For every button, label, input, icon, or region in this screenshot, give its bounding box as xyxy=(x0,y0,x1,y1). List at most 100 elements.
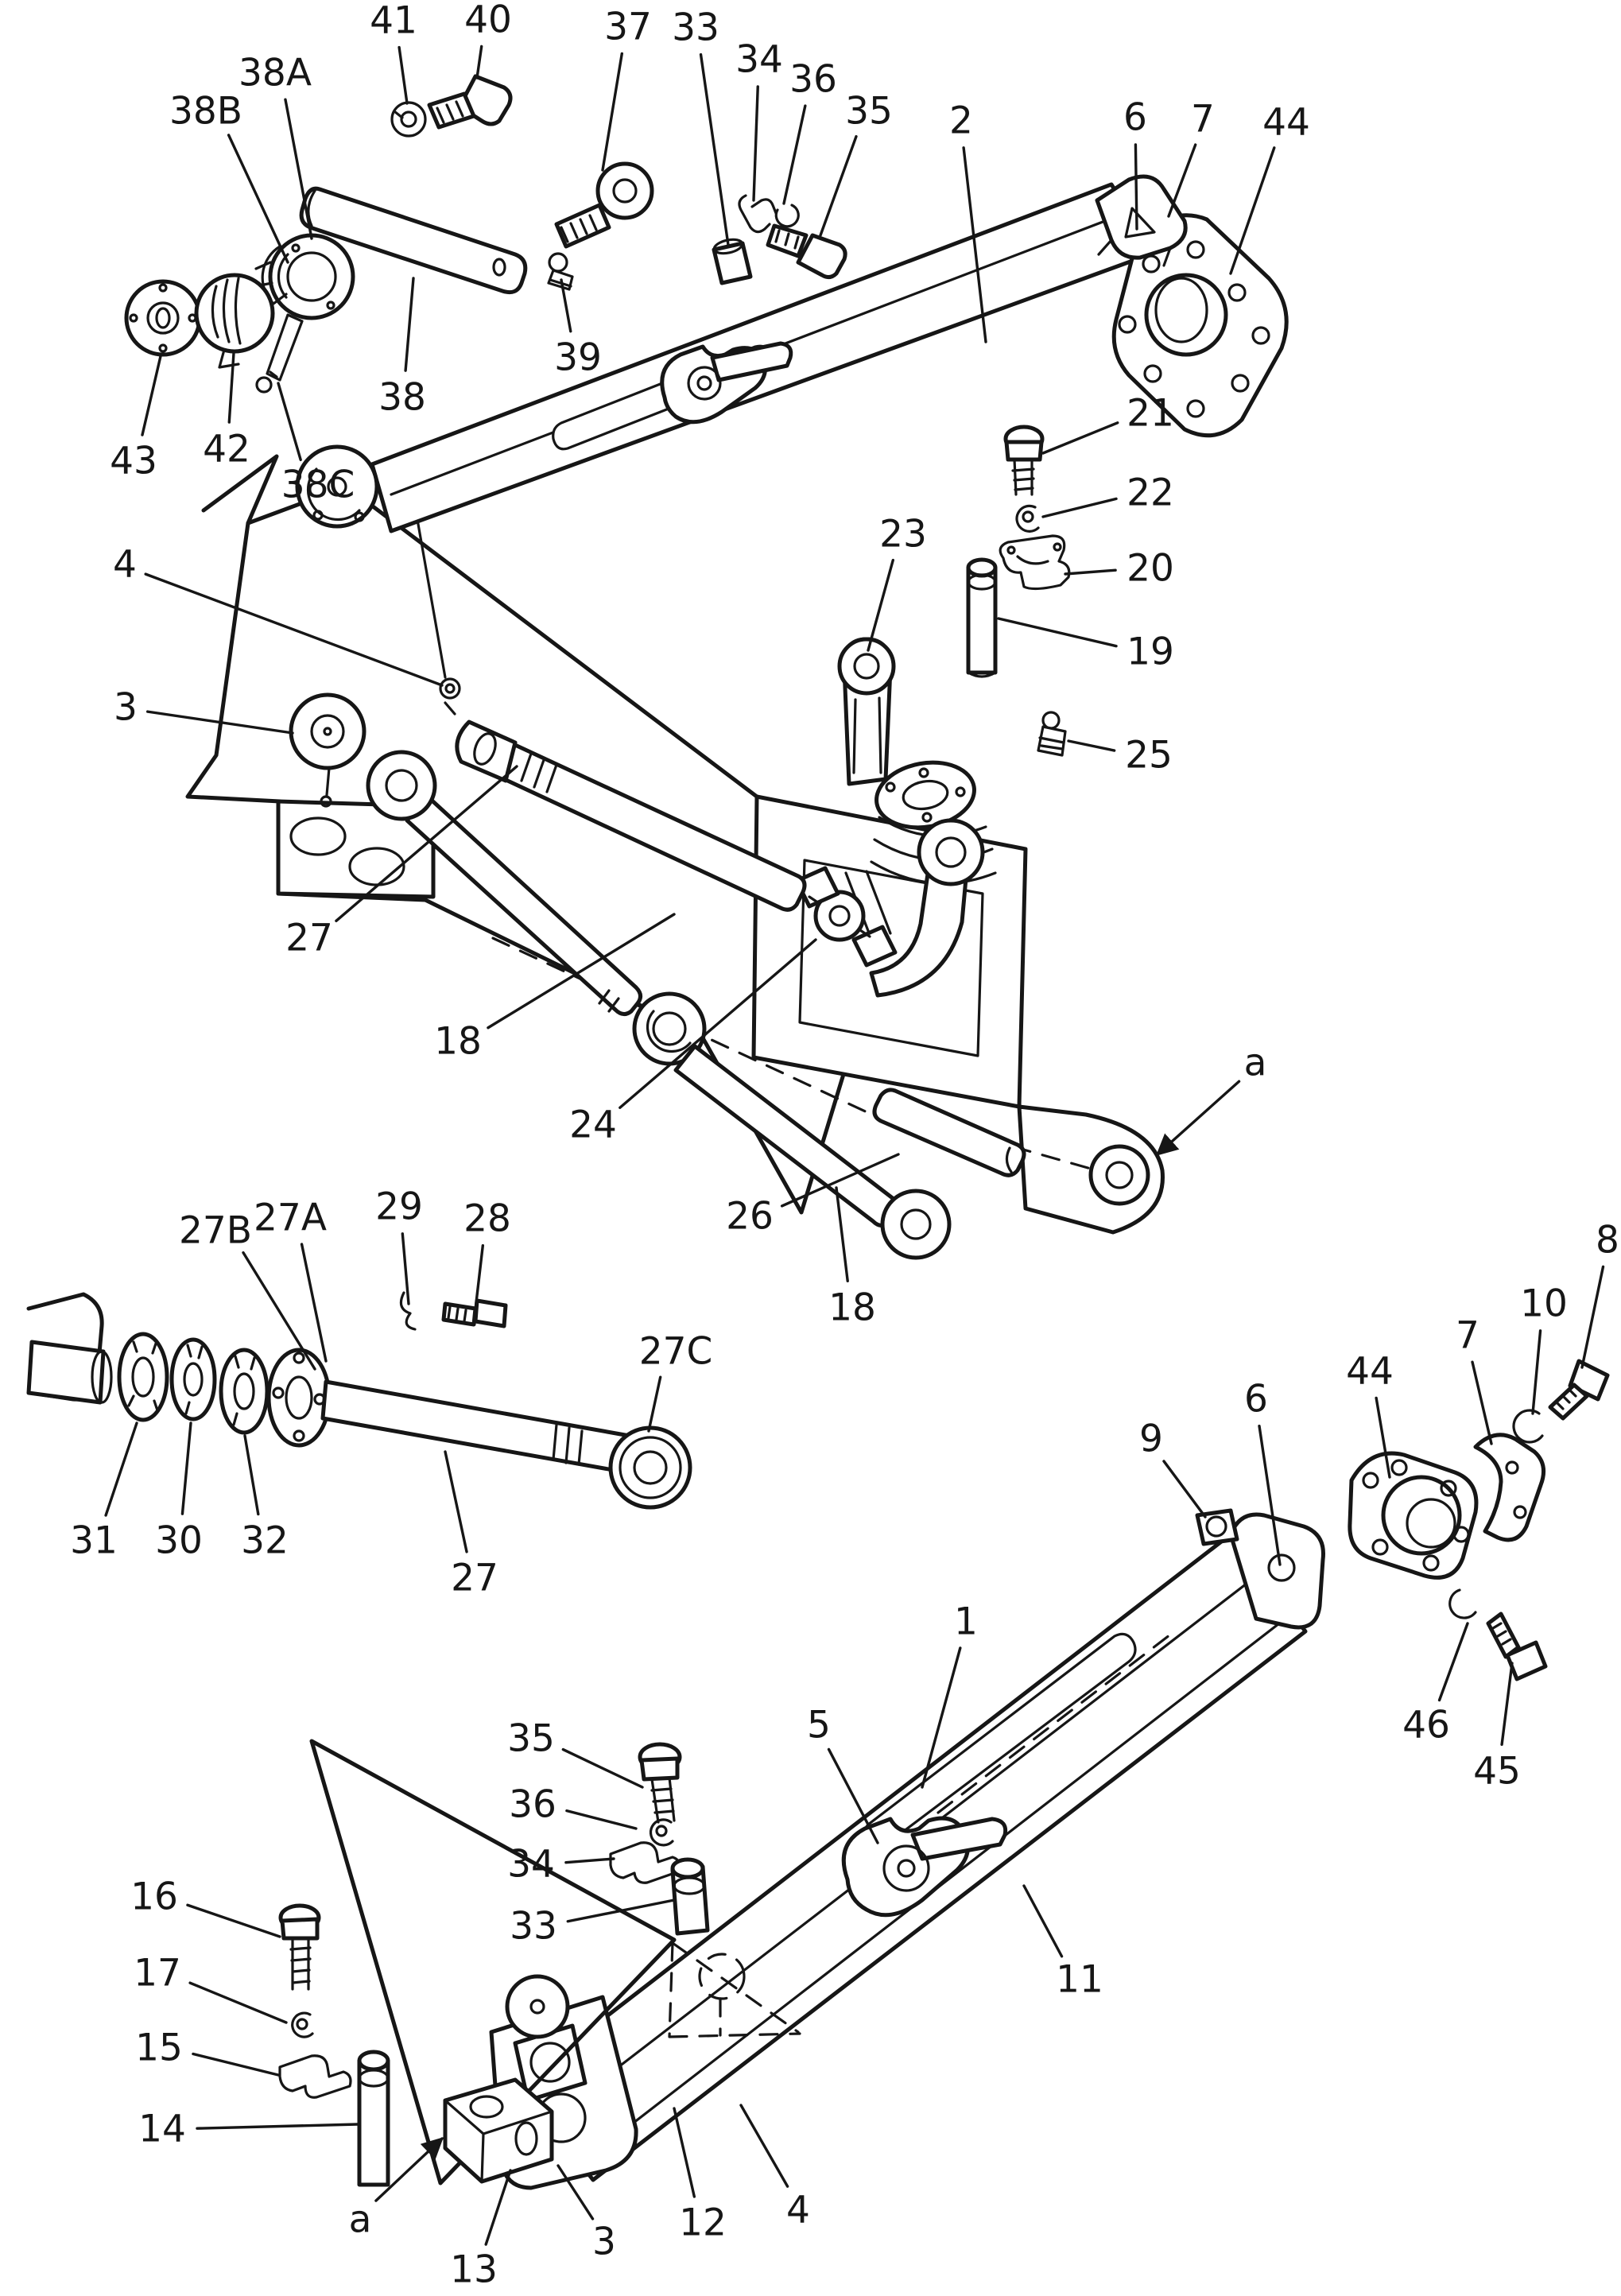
part-number-text: 15 xyxy=(135,2026,183,2070)
leader-line xyxy=(673,2107,696,2198)
leader-line xyxy=(1531,1329,1542,1415)
part-number-text: 3 xyxy=(592,2220,616,2264)
part-number-text: 19 xyxy=(1127,630,1174,674)
part-label-19: 19 xyxy=(997,617,1174,674)
center-link-group xyxy=(794,425,1071,998)
part-number-text: 12 xyxy=(679,2201,727,2245)
leader-line xyxy=(780,1153,900,1208)
part-label-46: 46 xyxy=(1402,1622,1469,1747)
leader-line xyxy=(1041,497,1118,518)
part-label-18: 18 xyxy=(828,1186,876,1330)
part-number-text: 44 xyxy=(1346,1350,1394,1394)
leader-line xyxy=(1162,1460,1207,1518)
part-number-text: 37 xyxy=(604,6,652,49)
part-number-text: 18 xyxy=(434,1020,482,1064)
part-number-text: 28 xyxy=(463,1197,511,1241)
part-label-20: 20 xyxy=(1064,547,1174,591)
part-number-text: 35 xyxy=(507,1717,555,1761)
part-number-text: 45 xyxy=(1473,1750,1521,1794)
part-label-14: 14 xyxy=(138,2108,359,2151)
leader-line xyxy=(1041,421,1119,455)
part-number-text: 46 xyxy=(1402,1704,1450,1747)
leader-line xyxy=(565,1809,638,1830)
part-label-24: 24 xyxy=(569,938,817,1147)
leader-line xyxy=(475,45,483,80)
part-number-text: 27B xyxy=(179,1209,252,1253)
part-number-text: 27A xyxy=(254,1196,327,1240)
part-label-6: 6 xyxy=(1244,1378,1282,1566)
part-number-text: 39 xyxy=(554,336,602,380)
part-number-text: 7 xyxy=(1191,98,1215,142)
part-number-text: 23 xyxy=(879,513,927,557)
leader-line xyxy=(752,85,759,202)
part-label-22: 22 xyxy=(1041,471,1174,518)
part-number-text: 34 xyxy=(735,38,783,82)
part-label-41: 41 xyxy=(370,0,417,105)
part-number-text: 29 xyxy=(375,1185,423,1229)
leader-line xyxy=(472,1244,485,1324)
part-label-43: 43 xyxy=(110,355,162,483)
leader-line xyxy=(300,1243,328,1363)
part-label-6: 6 xyxy=(1123,96,1147,231)
leader-line xyxy=(835,1186,849,1282)
leader-line xyxy=(1580,1265,1605,1369)
leader-line xyxy=(1064,568,1117,576)
part-number-text: 13 xyxy=(450,2248,498,2292)
leader-line xyxy=(104,1421,138,1517)
leader-line xyxy=(997,617,1118,648)
part-number-text: 42 xyxy=(203,428,250,471)
part-number-text: 3 xyxy=(114,686,138,730)
part-label-8: 8 xyxy=(1580,1219,1619,1369)
leader-line xyxy=(1155,1080,1241,1156)
part-number-text: 5 xyxy=(807,1704,831,1747)
leader-line xyxy=(227,134,289,264)
leader-line xyxy=(601,52,623,172)
part-label-27: 27 xyxy=(444,1450,498,1600)
pivot-pin-group-38 xyxy=(124,74,847,394)
leader-line xyxy=(1500,1662,1514,1747)
part-number-text: a xyxy=(349,2198,372,2242)
part-number-text: 27C xyxy=(639,1330,713,1374)
part-number-text: 10 xyxy=(1520,1282,1568,1326)
part-number-text: 35 xyxy=(845,90,893,134)
part-number-text: 20 xyxy=(1127,547,1174,591)
part-label-23: 23 xyxy=(867,513,927,652)
part-label-3: 3 xyxy=(114,686,294,735)
part-label-7: 7 xyxy=(1456,1314,1493,1445)
leader-line xyxy=(827,1747,879,1844)
part-number-text: 18 xyxy=(828,1286,876,1330)
part-label-31: 31 xyxy=(70,1421,138,1563)
part-number-text: 38B xyxy=(169,90,242,134)
leader-line xyxy=(1437,1622,1469,1702)
part-label-45: 45 xyxy=(1473,1662,1521,1794)
leader-line xyxy=(556,2164,595,2220)
leader-line xyxy=(145,710,294,735)
part-number-text: 38 xyxy=(378,376,426,420)
part-number-text: 22 xyxy=(1127,471,1174,515)
part-number-text: 30 xyxy=(155,1519,203,1563)
part-number-text: 41 xyxy=(370,0,417,43)
part-number-text: 36 xyxy=(789,58,837,102)
part-label-35: 35 xyxy=(819,90,893,237)
part-label-12: 12 xyxy=(673,2107,727,2245)
part-number-text: 4 xyxy=(113,543,137,587)
part-label-28: 28 xyxy=(463,1197,511,1324)
part-number-text: 21 xyxy=(1127,392,1174,436)
leader-line xyxy=(444,1450,468,1553)
part-number-text: 7 xyxy=(1456,1314,1479,1358)
part-label-7: 7 xyxy=(1167,98,1215,218)
part-label-34: 34 xyxy=(735,38,783,202)
part-label-21: 21 xyxy=(1041,392,1174,455)
part-label-29: 29 xyxy=(375,1185,423,1305)
part-label-10: 10 xyxy=(1520,1282,1568,1415)
leader-line xyxy=(564,1857,615,1864)
part-label-30: 30 xyxy=(155,1421,203,1563)
part-label-35: 35 xyxy=(507,1717,644,1789)
part-label-27B: 27B xyxy=(179,1209,316,1371)
part-label-32: 32 xyxy=(241,1434,289,1563)
leader-line xyxy=(1375,1396,1391,1479)
part-number-text: 17 xyxy=(134,1952,181,1995)
leader-line xyxy=(867,558,895,652)
